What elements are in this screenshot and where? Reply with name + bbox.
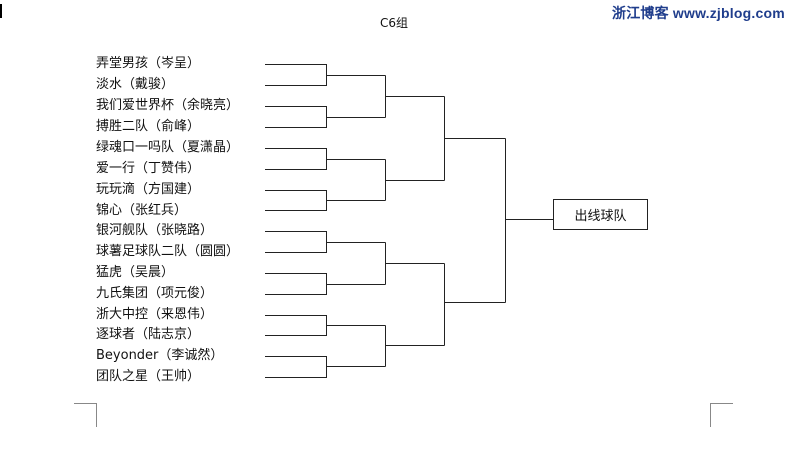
team-entry: 搏胜二队（俞峰） (96, 119, 201, 134)
team-entry: 玩玩滴（方国建） (96, 182, 201, 197)
bracket-round2-1 (385, 75, 445, 118)
team-entry: 银河舰队（张晓路） (96, 223, 214, 238)
bracket-match-8 (265, 356, 386, 378)
bracket-round2-3 (385, 242, 445, 285)
team-entry: 我们爱世界杯（余晓亮） (96, 98, 240, 113)
bracket-match-3 (265, 148, 386, 170)
bracket-match-1 (265, 64, 386, 86)
team-entry: 锦心（张红兵） (96, 203, 188, 218)
bracket-round3-1 (444, 96, 506, 181)
bracket-round2-4 (385, 325, 445, 367)
team-entry: 弄堂男孩（岑呈） (96, 56, 201, 71)
team-entry: 淡水（戴骏） (96, 77, 175, 92)
page-title: C6组 (380, 16, 409, 30)
bracket-final (505, 138, 554, 303)
bracket-round3-2 (444, 263, 506, 346)
crop-mark-left (74, 403, 97, 427)
bracket-match-5 (265, 231, 386, 253)
page-crop-marks (74, 403, 733, 427)
team-entry: 猛虎（吴晨） (96, 265, 175, 280)
bracket-round2-2 (385, 159, 445, 201)
team-entry: 九氏集团（项元俊） (96, 286, 214, 301)
bracket-match-2 (265, 106, 386, 128)
qualified-team-box: 出线球队 (553, 199, 648, 230)
team-entry: 球薯足球队二队（圆圆） (96, 244, 240, 259)
team-entry: 团队之星（王帅） (96, 369, 201, 384)
bracket-match-7 (265, 315, 386, 336)
crop-mark-right (710, 403, 733, 427)
bracket-match-6 (265, 273, 386, 295)
bracket-match-4 (265, 190, 386, 211)
team-entry: 爱一行（丁赞伟） (96, 161, 201, 176)
team-entry: Beyonder（李诚然） (96, 348, 224, 363)
team-entry: 逐球者（陆志京） (96, 327, 201, 342)
text-cursor (0, 4, 2, 18)
team-entry: 浙大中控（来恩伟） (96, 307, 214, 322)
team-entry: 绿魂口一吗队（夏潇晶） (96, 140, 240, 155)
watermark: 浙江博客 www.zjblog.com (612, 5, 785, 21)
